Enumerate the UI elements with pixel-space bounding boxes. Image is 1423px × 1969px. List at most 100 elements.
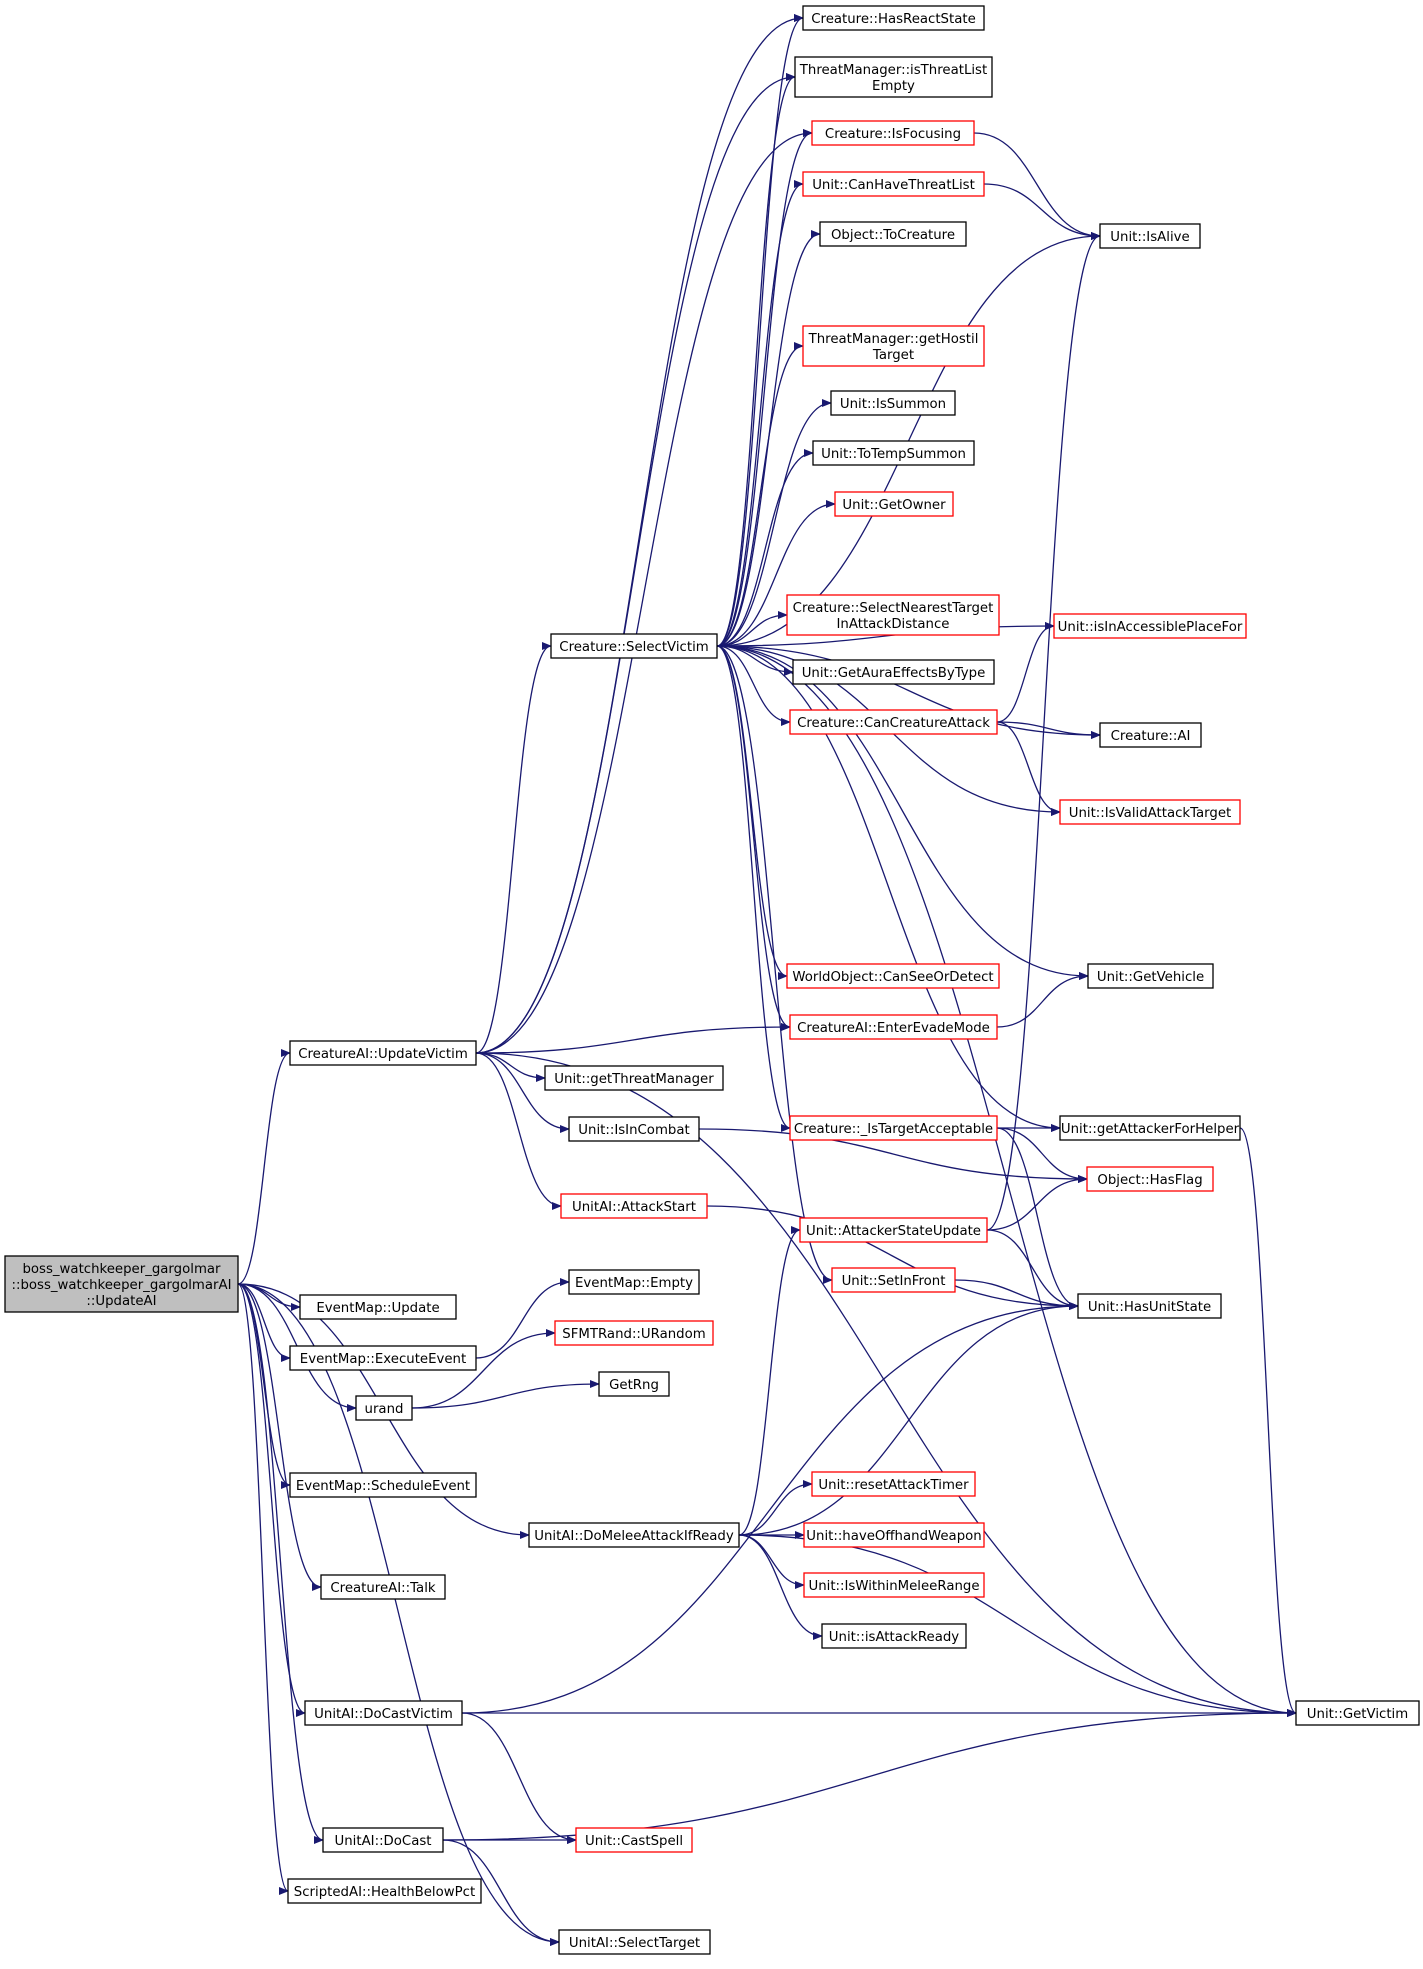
node-setinfront[interactable]: Unit::SetInFront (831, 1267, 956, 1293)
node-box (1059, 799, 1241, 825)
edge-executeevent-to-eventmap_empty (475, 1278, 570, 1359)
node-box (792, 659, 995, 685)
node-castspell[interactable]: Unit::CastSpell (575, 1827, 693, 1853)
edge-cancreatureattack-to-isvalidattacktarget (996, 721, 1061, 816)
node-label: Unit::isInAccessiblePlaceFor (1058, 620, 1243, 635)
node-healthbelowpct[interactable]: ScriptedAI::HealthBelowPct (287, 1878, 482, 1904)
node-enterevademode[interactable]: CreatureAI::EnterEvadeMode (789, 1014, 998, 1040)
node-isfocusing[interactable]: Creature::IsFocusing (811, 120, 975, 146)
node-label: Unit::ToTempSummon (821, 447, 966, 462)
node-attackerstateupdate[interactable]: Unit::AttackerStateUpdate (799, 1217, 988, 1243)
node-getowner[interactable]: Unit::GetOwner (834, 491, 954, 517)
node-label: Object::ToCreature (831, 228, 955, 243)
node-getattackerforhelper[interactable]: Unit::getAttackerForHelper (1059, 1115, 1241, 1141)
node-selectvictim[interactable]: Creature::SelectVictim (550, 633, 718, 659)
node-eventmap_update[interactable]: EventMap::Update (299, 1294, 457, 1320)
node-label: ScriptedAI::HealthBelowPct (294, 1885, 475, 1900)
node-label: GetRng (609, 1378, 659, 1393)
edge-root-to-selecttarget (237, 1283, 560, 1946)
node-label: Unit::getAttackerForHelper (1061, 1122, 1240, 1137)
node-tocreature[interactable]: Object::ToCreature (819, 221, 967, 247)
edge-root-to-healthbelowpct (237, 1283, 289, 1895)
node-label: Unit::IsSummon (840, 397, 946, 412)
node-getauraeffects[interactable]: Unit::GetAuraEffectsByType (792, 659, 995, 685)
node-box (1077, 1293, 1222, 1319)
node-hasreactstate[interactable]: Creature::HasReactState (802, 5, 985, 31)
node-selectnearest[interactable]: Creature::SelectNearestTargetInAttackDis… (786, 594, 1000, 636)
node-box (794, 56, 993, 98)
node-label: Unit::CastSpell (585, 1834, 683, 1849)
node-box (1059, 1115, 1241, 1141)
edge-root-to-talk (237, 1283, 322, 1591)
node-label: WorldObject::CanSeeOrDetect (792, 970, 993, 985)
node-label: Unit::haveOffhandWeapon (806, 1529, 981, 1544)
node-urand[interactable]: urand (355, 1395, 413, 1421)
node-attackstart[interactable]: UnitAI::AttackStart (560, 1193, 708, 1219)
edge-docast-to-getvictim (442, 1709, 1297, 1841)
node-docastvictim[interactable]: UnitAI::DoCastVictim (304, 1700, 463, 1726)
node-canseeordetect[interactable]: WorldObject::CanSeeOrDetect (786, 963, 1000, 989)
node-label: Unit::CanHaveThreatList (812, 178, 975, 193)
node-scheduleevent[interactable]: EventMap::ScheduleEvent (289, 1472, 477, 1498)
edge-attackerstateupdate-to-hasunitstate (986, 1229, 1079, 1310)
edge-isincombat-to-hasflag (698, 1128, 1088, 1183)
node-canhavethreatlist[interactable]: Unit::CanHaveThreatList (802, 171, 985, 197)
node-issummon[interactable]: Unit::IsSummon (830, 390, 956, 416)
node-getvehicle[interactable]: Unit::GetVehicle (1087, 963, 1214, 989)
node-creature_ai[interactable]: Creature::AI (1099, 722, 1202, 748)
node-isattackready[interactable]: Unit::isAttackReady (821, 1623, 967, 1649)
edge-selectvictim-to-isfocusing (716, 129, 813, 647)
node-label: Unit::HasUnitState (1088, 1300, 1211, 1315)
node-label: Unit::GetVictim (1307, 1707, 1408, 1722)
node-root[interactable]: boss_watchkeeper_gargolmar::boss_watchke… (4, 1255, 239, 1313)
edge-domelee-to-iswithinmelee (738, 1534, 805, 1589)
node-box (802, 171, 985, 197)
node-getthreatmanager[interactable]: Unit::getThreatManager (544, 1065, 724, 1091)
edge-cancreatureattack-to-creature_ai (996, 721, 1101, 739)
node-eventmap_empty[interactable]: EventMap::Empty (568, 1269, 700, 1295)
node-iswithinmelee[interactable]: Unit::IsWithinMeleeRange (803, 1572, 985, 1598)
node-box (1087, 963, 1214, 989)
node-hasflag[interactable]: Object::HasFlag (1086, 1166, 1214, 1192)
node-updatevictim[interactable]: CreatureAI::UpdateVictim (289, 1040, 477, 1066)
edge-canhavethreatlist-to-isalive (983, 183, 1101, 240)
edge-updatevictim-to-getvictim (475, 1052, 1297, 1717)
node-haveoffhand[interactable]: Unit::haveOffhandWeapon (803, 1522, 985, 1548)
edge-selectvictim-to-issummon (716, 399, 832, 647)
node-isalive[interactable]: Unit::IsAlive (1099, 223, 1201, 249)
node-box (289, 1472, 477, 1498)
node-hasunitstate[interactable]: Unit::HasUnitState (1077, 1293, 1222, 1319)
node-getvictim[interactable]: Unit::GetVictim (1295, 1700, 1420, 1726)
node-talk[interactable]: CreatureAI::Talk (320, 1574, 446, 1600)
node-label: Target (872, 348, 914, 363)
node-box (1086, 1166, 1214, 1192)
node-cancreatureattack[interactable]: Creature::CanCreatureAttack (789, 709, 998, 735)
node-executeevent[interactable]: EventMap::ExecuteEvent (289, 1345, 477, 1371)
node-urandom[interactable]: SFMTRand::URandom (554, 1320, 714, 1346)
edge-attackerstateupdate-to-isalive (986, 232, 1101, 1231)
node-getrng[interactable]: GetRng (598, 1371, 670, 1397)
node-label: EventMap::ExecuteEvent (300, 1352, 466, 1367)
node-label: CreatureAI::EnterEvadeMode (797, 1021, 990, 1036)
node-domelee[interactable]: UnitAI::DoMeleeAttackIfReady (528, 1522, 740, 1548)
node-docast[interactable]: UnitAI::DoCast (322, 1827, 444, 1853)
node-label: ::UpdateAI (86, 1294, 156, 1309)
node-isincombat[interactable]: Unit::IsInCombat (568, 1116, 700, 1142)
node-label: EventMap::Empty (575, 1276, 693, 1291)
edge-selectvictim-to-canhavethreatlist (716, 180, 804, 647)
node-isvalidattacktarget[interactable]: Unit::IsValidAttackTarget (1059, 799, 1241, 825)
node-resetattacktimer[interactable]: Unit::resetAttackTimer (811, 1471, 976, 1497)
node-totempsummon[interactable]: Unit::ToTempSummon (812, 440, 975, 466)
edge-docastvictim-to-hasunitstate (461, 1302, 1079, 1714)
edge-domelee-to-resetattacktimer (738, 1480, 813, 1536)
node-istargetacceptable[interactable]: Creature::_IsTargetAcceptable (789, 1115, 998, 1141)
node-box (4, 1255, 239, 1313)
edge-attackerstateupdate-to-hasflag (986, 1175, 1088, 1231)
node-isinaccessible[interactable]: Unit::isInAccessiblePlaceFor (1053, 613, 1247, 639)
edge-isfocusing-to-isalive (973, 132, 1101, 240)
node-box (575, 1827, 693, 1853)
node-selecttarget[interactable]: UnitAI::SelectTarget (558, 1929, 711, 1955)
edge-updatevictim-to-selectvictim (475, 642, 552, 1054)
